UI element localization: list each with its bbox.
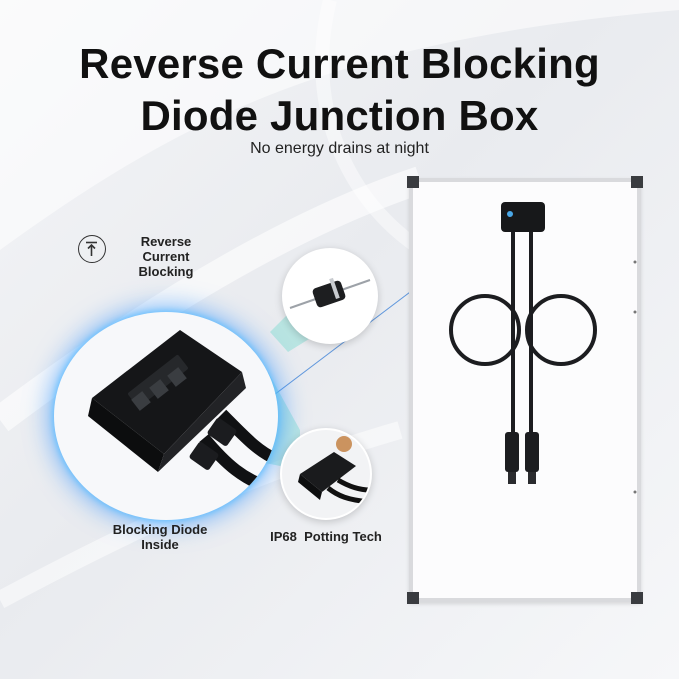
potted-box-icon <box>282 430 370 518</box>
panel-corner <box>407 592 419 604</box>
panel-corner <box>631 592 643 604</box>
reverse-current-label: Reverse Current Blocking <box>118 234 214 279</box>
panel-corner <box>631 176 643 188</box>
reverse-current-line-1: Reverse Current <box>140 234 192 264</box>
diode-icon <box>289 277 371 309</box>
junction-box-with-cables <box>449 202 637 494</box>
reverse-current-line-2: Blocking <box>138 264 194 279</box>
solar-panel <box>407 176 643 604</box>
diode-closeup <box>282 248 378 344</box>
junction-box-closeup <box>54 312 278 520</box>
blocking-diode-line-2: Inside <box>141 537 179 552</box>
title-line-2: Diode Junction Box <box>140 92 539 139</box>
blocking-diode-label: Blocking Diode Inside <box>98 522 222 552</box>
potting-closeup <box>280 428 372 520</box>
ip68-label: IP68 Potting Tech <box>270 529 382 544</box>
blocking-diode-line-1: Blocking Diode <box>112 522 208 537</box>
subtitle: No energy drains at night <box>250 140 429 157</box>
title-line-1: Reverse Current Blocking <box>79 40 600 87</box>
arrow-up-bar-icon <box>78 235 106 263</box>
page-title: Reverse Current Blocking Diode Junction … <box>0 38 679 142</box>
junction-box-icon <box>88 330 278 496</box>
panel-corner <box>407 176 419 188</box>
